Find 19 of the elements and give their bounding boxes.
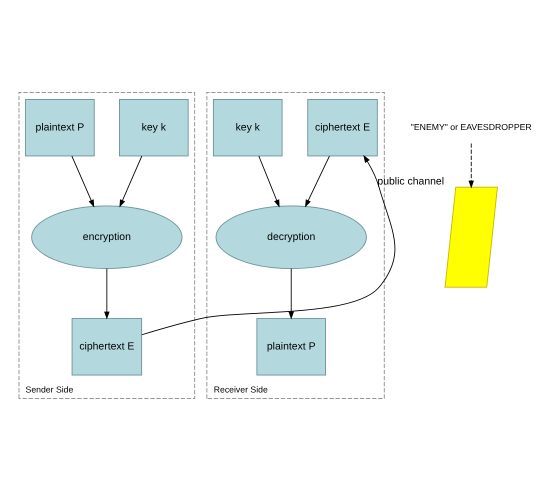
node-box: plaintext P [256,318,326,376]
node-box: ciphertext E [72,318,142,376]
arrow [104,268,110,320]
node-box: key k [119,98,189,156]
arrow [468,142,474,188]
node-ellipse: encryption [31,205,182,268]
arrow [304,155,330,207]
node-box: ciphertext E [307,98,378,156]
node-ellipse: decryption [216,205,367,268]
node-text: "ENEMY" or EAVESDROPPER [410,121,532,132]
node-box: plaintext P [25,98,95,156]
node-box: key k [212,98,283,156]
arrow [288,268,294,320]
arrow [119,155,142,207]
arrow [258,155,280,207]
arrow [141,154,396,335]
arrow [71,155,94,207]
node-parallelogram [444,186,498,288]
node-label: public channel [377,176,444,187]
